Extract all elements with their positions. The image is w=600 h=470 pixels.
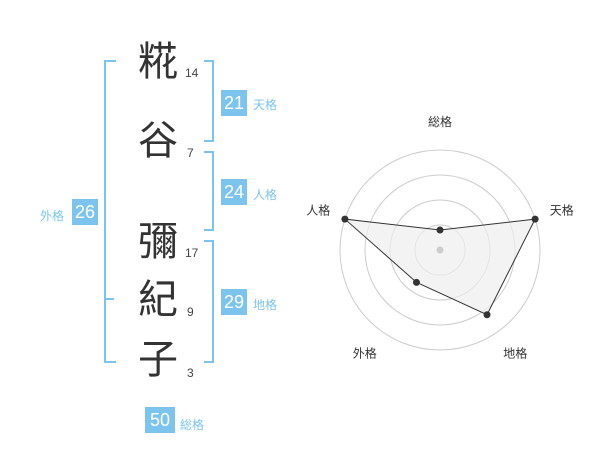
tenkaku-bracket [204, 60, 214, 142]
radar-point [341, 215, 349, 223]
radar-data-polygon [343, 218, 536, 316]
chikaku-label: 地格 [253, 298, 278, 312]
radar-axis-label: 人格 [306, 202, 330, 217]
radar-grid-ring [339, 149, 541, 351]
gaikaku-bracket-inner-tick [106, 298, 114, 300]
radar-point [483, 311, 491, 319]
name-char-5: 子 [138, 337, 178, 383]
radar-point [436, 226, 444, 234]
soukaku-label: 総格 [180, 418, 205, 432]
chikaku-value: 29 [221, 289, 247, 315]
gaikaku-bracket [104, 60, 116, 363]
name-char-4: 紀 [138, 277, 178, 323]
soukaku-value: 50 [145, 407, 175, 433]
gaikaku-label: 外格 [40, 209, 65, 223]
radar-axis-label: 天格 [550, 202, 574, 217]
tenkaku-label: 天格 [253, 98, 278, 112]
tenkaku-value: 21 [221, 90, 247, 116]
stroke-count-3: 17 [185, 246, 199, 260]
radar-point [531, 215, 539, 223]
name-char-2: 谷 [138, 118, 178, 164]
radar-center-dot [436, 246, 444, 254]
jinkaku-label: 人格 [253, 188, 278, 202]
gaikaku-value: 26 [72, 199, 98, 225]
stroke-count-2: 7 [187, 146, 194, 160]
radar-point [412, 278, 420, 286]
chikaku-bracket [204, 240, 214, 363]
jinkaku-value: 24 [221, 179, 247, 205]
radar-axis-label: 外格 [353, 346, 377, 361]
stroke-count-5: 3 [187, 366, 194, 380]
radar-axis-label: 総格 [428, 114, 452, 129]
name-char-3: 彌 [138, 219, 178, 265]
jinkaku-bracket [204, 151, 214, 231]
stroke-count-4: 9 [187, 305, 194, 319]
name-char-1: 糀 [138, 39, 178, 85]
stroke-count-1: 14 [185, 66, 199, 80]
radar-axis-label: 地格 [503, 346, 527, 361]
